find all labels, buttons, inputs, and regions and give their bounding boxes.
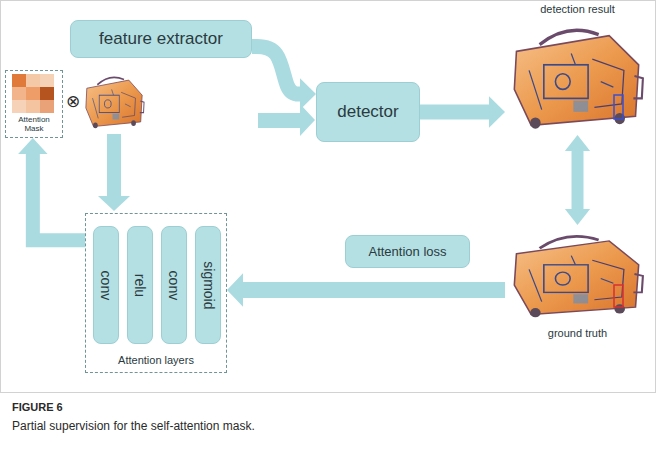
- block-arrow: [18, 138, 85, 240]
- arrow-shaft: [33, 153, 85, 240]
- layer-name: sigmoid: [200, 261, 217, 309]
- arrow-shaft: [258, 113, 301, 128]
- image-panel: ground truth: [505, 225, 650, 340]
- arrow-shaft: [572, 150, 584, 210]
- loss-box: Attention loss: [345, 235, 470, 268]
- layer-box: sigmoid: [195, 226, 221, 344]
- process-box: detector: [316, 82, 420, 142]
- layer-group: conv relu conv sigmoidAttention layers: [85, 213, 227, 373]
- truth-box: [614, 285, 623, 307]
- input-xray-image: [86, 77, 144, 128]
- layer-box: conv: [93, 226, 119, 344]
- mask-cell: [12, 100, 26, 113]
- mask-cell: [40, 100, 54, 113]
- arrow-head: [565, 209, 590, 225]
- arrow-shaft: [242, 282, 505, 298]
- arrow-head: [489, 96, 505, 128]
- mask-grid: [12, 74, 54, 113]
- arrow-head: [98, 196, 130, 211]
- arrow-head: [227, 273, 243, 307]
- block-arrow: [252, 47, 316, 110]
- mask-box: Attention Mask: [5, 70, 63, 138]
- arrow-shaft: [420, 105, 490, 120]
- node-text: detection result: [540, 3, 615, 16]
- result-xray-image: [514, 30, 643, 128]
- figure-number: FIGURE 6: [12, 401, 63, 413]
- block-arrow: [565, 135, 590, 225]
- arrow-head: [565, 135, 590, 151]
- node-text: detector: [337, 102, 398, 122]
- truth-xray-image: [514, 236, 643, 317]
- node-text: Attention Mask: [8, 116, 60, 134]
- node-text: Attention loss: [368, 244, 446, 260]
- node-text: Attention layers: [118, 354, 194, 367]
- image-panel: detection result: [505, 3, 650, 135]
- arrow-head: [18, 138, 47, 154]
- mask-cell: [40, 74, 54, 87]
- mask-cell: [12, 87, 26, 100]
- figure-frame: [1, 1, 656, 393]
- arrow-shaft: [252, 47, 301, 94]
- block-arrow: [227, 273, 505, 307]
- arrow-shaft: [107, 134, 121, 197]
- layer-name: relu: [132, 273, 149, 296]
- multiply-symbol: ⊗: [66, 91, 80, 112]
- arrow-head: [300, 104, 315, 136]
- layer-box: conv: [161, 226, 187, 344]
- block-arrow: [420, 96, 505, 128]
- layer-name: conv: [98, 270, 115, 300]
- mask-cell: [26, 87, 40, 100]
- node-text: feature extractor: [99, 29, 223, 49]
- mask-cell: [40, 87, 54, 100]
- process-box: feature extractor: [70, 20, 252, 58]
- mask-cell: [12, 74, 26, 87]
- arrow-head: [300, 78, 316, 110]
- figure-caption: Partial supervision for the self-attenti…: [12, 419, 255, 433]
- layer-name: conv: [166, 270, 183, 300]
- mask-cell: [26, 74, 40, 87]
- detection-box: [614, 95, 623, 119]
- node-text: ground truth: [548, 327, 607, 340]
- image-arrows: [98, 104, 315, 211]
- layer-box: relu: [127, 226, 153, 344]
- mask-cell: [26, 100, 40, 113]
